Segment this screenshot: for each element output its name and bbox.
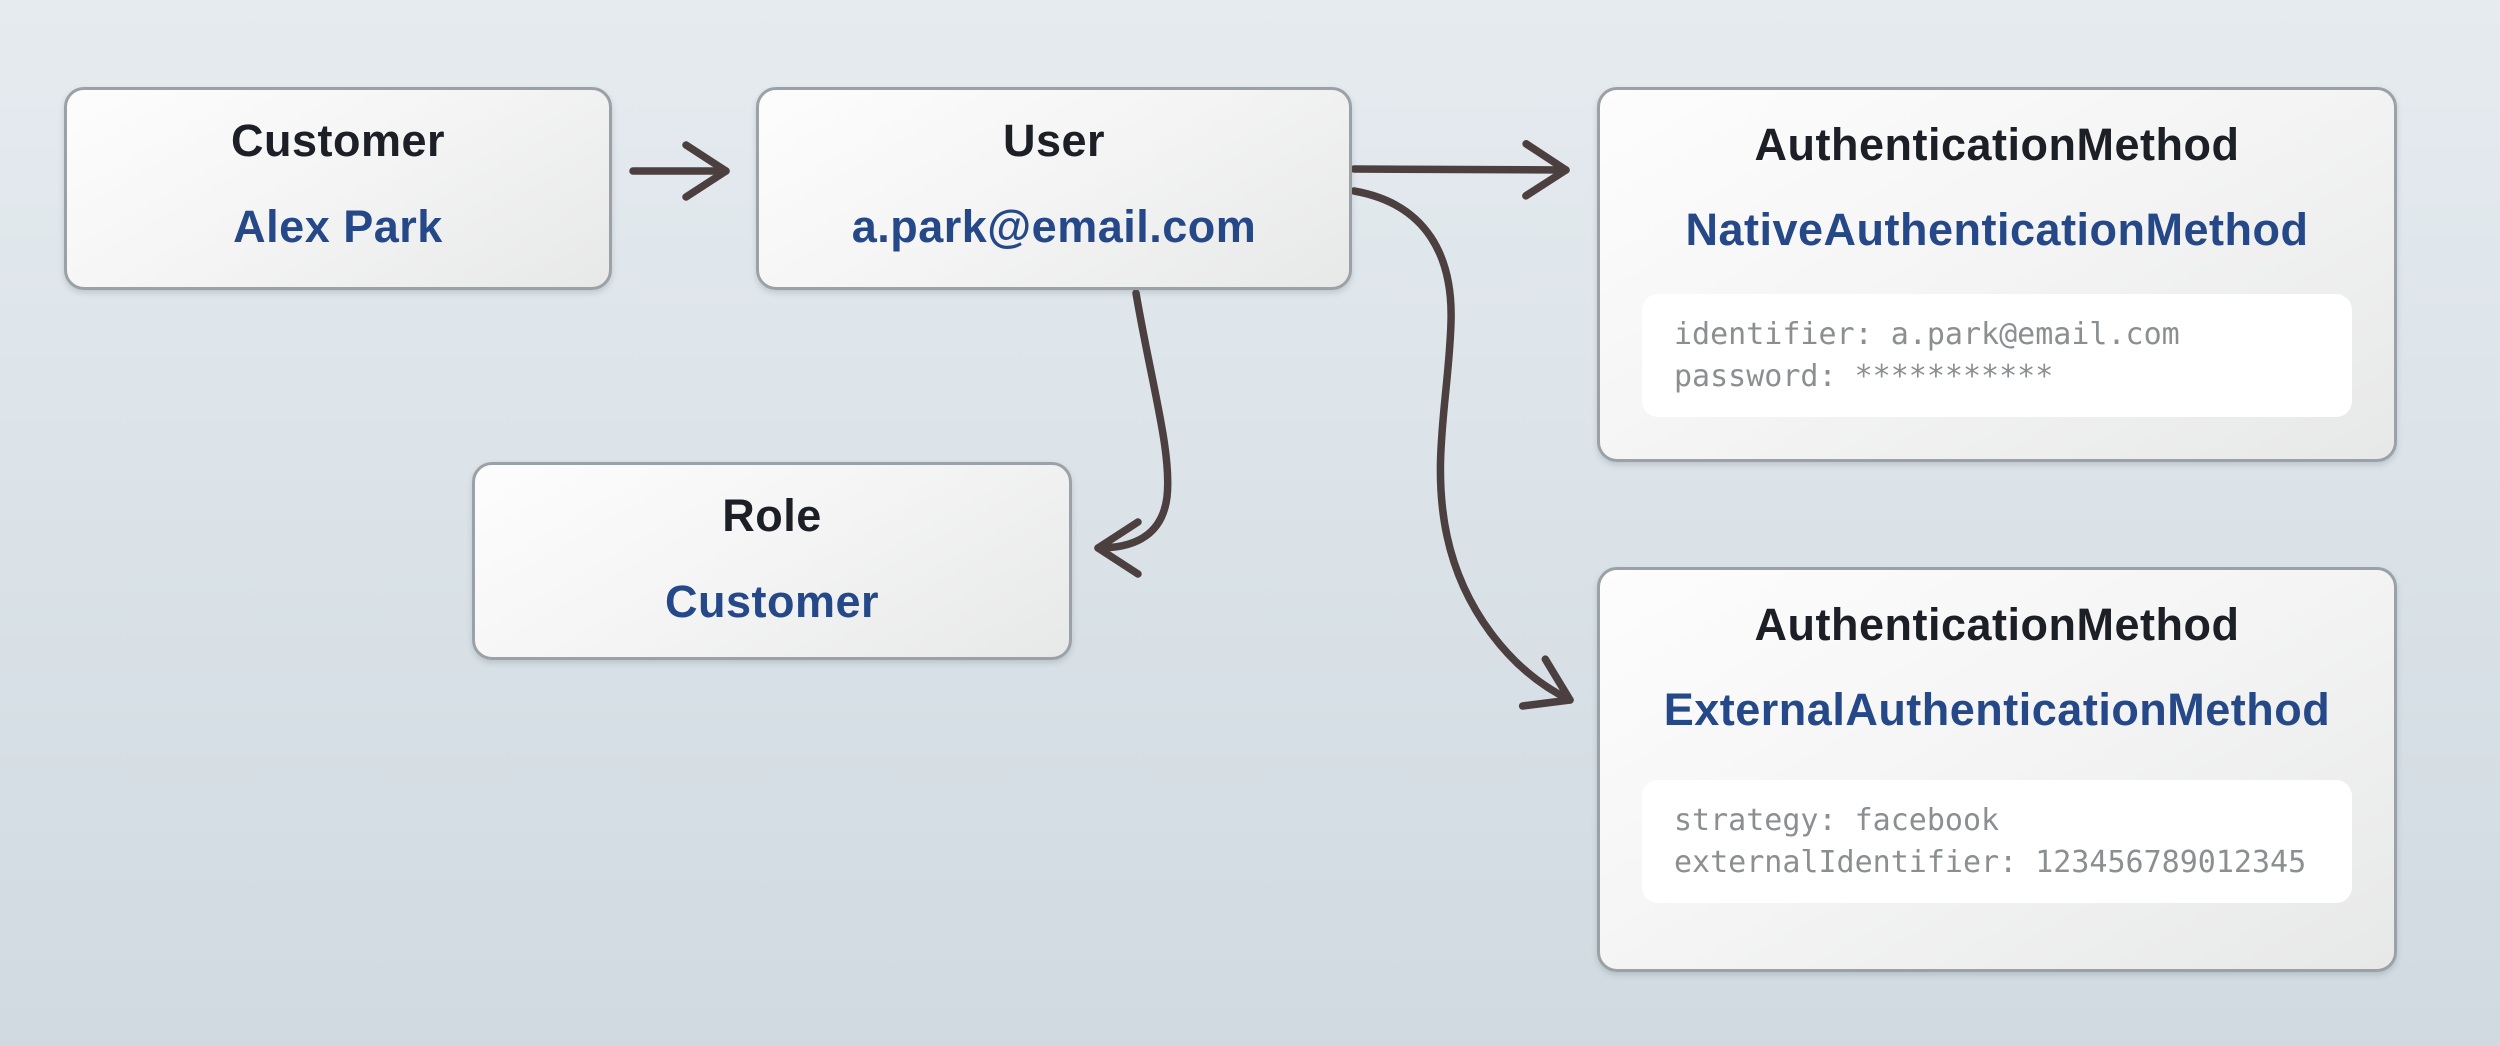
attribute-external-identifier: externalIdentifier: 123456789012345 <box>1674 845 2307 880</box>
node-customer: Customer Alex Park <box>64 87 612 290</box>
edge-user-external-auth-arrow <box>1350 187 1574 710</box>
node-authentication-method-external: AuthenticationMethod ExternalAuthenticat… <box>1597 567 2397 972</box>
attributes-panel: strategy: facebook externalIdentifier: 1… <box>1642 780 2352 903</box>
node-title: AuthenticationMethod <box>1754 119 2240 170</box>
edge-user-native-auth-arrow <box>1350 140 1570 200</box>
node-title: AuthenticationMethod <box>1754 599 2240 650</box>
node-title: User <box>1002 115 1106 166</box>
node-title: Role <box>722 490 822 541</box>
attribute-identifier: identifier: a.park@email.com <box>1674 317 2180 352</box>
node-title: Customer <box>230 115 446 166</box>
node-authentication-method-native: AuthenticationMethod NativeAuthenticatio… <box>1597 87 2397 462</box>
node-user: User a.park@email.com <box>756 87 1352 290</box>
node-value: NativeAuthenticationMethod <box>1685 204 2309 255</box>
attribute-password: password: *********** <box>1674 359 2054 394</box>
attributes-panel: identifier: a.park@email.com password: *… <box>1642 294 2352 417</box>
node-value: ExternalAuthenticationMethod <box>1663 684 2331 735</box>
attribute-strategy: strategy: facebook <box>1674 803 2000 838</box>
node-role: Role Customer <box>472 462 1072 660</box>
node-value: Alex Park <box>233 201 443 252</box>
node-value: a.park@email.com <box>851 201 1257 252</box>
edge-user-role-arrow <box>1094 289 1172 578</box>
node-value: Customer <box>664 576 880 627</box>
